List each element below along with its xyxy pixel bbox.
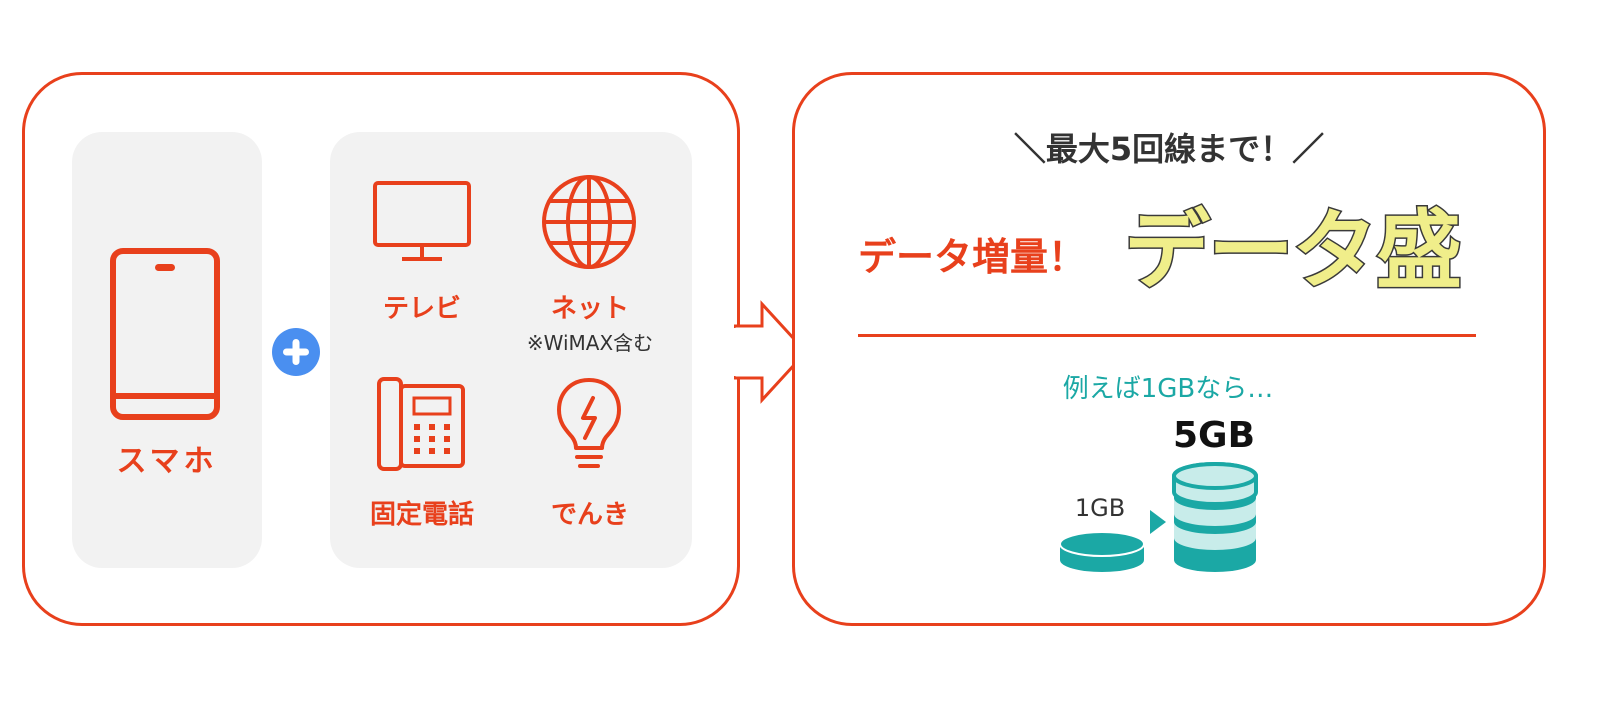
large-database-icon (1172, 462, 1258, 572)
svg-text:データ盛: データ盛 (1124, 201, 1460, 301)
service-label-landline: 固定電話 (369, 500, 475, 530)
arrow-right-icon (734, 300, 809, 404)
tv-icon (373, 181, 471, 261)
globe-icon (542, 175, 636, 269)
service-label-electricity: でんき (550, 500, 630, 530)
service-label-tv: テレビ (382, 294, 462, 324)
smartphone-card (72, 132, 262, 568)
example-text: 例えば1GBなら… (1062, 374, 1274, 404)
service-note-wimax: ※WiMAX含む (526, 331, 654, 355)
from-value-label: 1GB (1074, 494, 1126, 522)
to-value-label: 5GB (1172, 415, 1256, 456)
smartphone-label: スマホ (116, 444, 218, 479)
landline-phone-icon (377, 377, 465, 471)
data-increase-lead: データ増量！ (858, 235, 1087, 279)
headline: ＼最大5回線まで！／ (1013, 130, 1325, 168)
service-label-net: ネット (550, 294, 630, 324)
divider (858, 334, 1476, 337)
data-mori-logo: データ盛 (1123, 200, 1464, 303)
plus-icon (272, 328, 320, 376)
growth-arrow-icon (1150, 510, 1166, 534)
data-bonus-panel (792, 72, 1546, 626)
small-database-icon (1059, 531, 1145, 572)
smartphone-icon (110, 248, 220, 420)
light-bulb-icon (557, 378, 621, 468)
